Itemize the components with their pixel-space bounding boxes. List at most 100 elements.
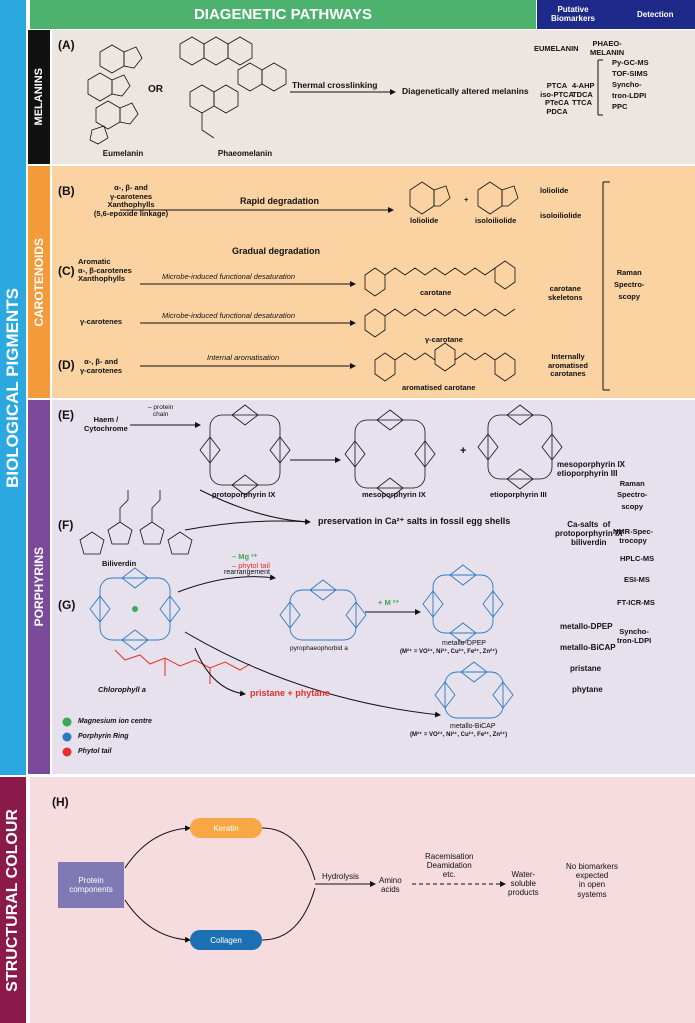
etioporphyrin-label: etioporphyrin III	[490, 490, 547, 499]
mg-legend-dot	[62, 717, 72, 727]
porphyrin-detection-nmr: NMR-Spec- trocopy	[613, 527, 654, 545]
bm-e: mesoporphyrin IX etioporphyrin III	[557, 460, 626, 479]
bm-eumelanin: EUMELANIN	[534, 44, 579, 53]
melanin-detection: Py-GC-MS TOF-SIMS Syncho- tron-LDPI PPC	[612, 58, 649, 111]
bm-internal: Internally aromatised carotanes	[548, 352, 589, 379]
label-e: (E)	[58, 408, 74, 422]
structural-colour-band: STRUCTURAL COLOUR	[0, 777, 26, 1023]
melanins-section	[52, 30, 695, 164]
phytol-legend-dot	[62, 747, 72, 757]
haem-label: Haem / Cytochrome	[84, 415, 128, 433]
metallo-bicap-label: metallo-BiCAP	[450, 723, 496, 730]
d-source: α-, β- and γ-carotenes	[80, 357, 123, 375]
bm-isoloiolide: isoloiliolide	[540, 211, 582, 220]
protoporphyrin-structure	[199, 404, 291, 496]
carotenoid-detection: Raman Spectro- scopy	[614, 268, 645, 301]
b-source: α-, β- and γ-carotenes Xanthophylls (5,6…	[93, 183, 169, 218]
pyrophaeophorbid-label: pyrophaeophorbid a	[290, 645, 348, 652]
amino-acids-label: Amino acids	[379, 876, 402, 895]
protein-components-box: Protein components	[58, 862, 124, 908]
mesoporphyrin-structure	[344, 409, 436, 499]
melanins-band: MELANINS	[28, 30, 50, 164]
label-a: (A)	[58, 38, 75, 52]
label-b: (B)	[58, 184, 75, 198]
bm-phaeomelanin-list: 4-AHP TDCA TTCA	[572, 81, 595, 108]
rearrangement-label: rearrangement	[224, 569, 270, 576]
c-source-1: Aromatic α-, β-carotenes Xanthophylls	[78, 257, 132, 284]
altered-melanins-label: Diagenetically altered melanins	[402, 86, 529, 96]
header-pathways-label: DIAGENETIC PATHWAYS	[193, 6, 373, 23]
porphyrin-detection-esi: ESI-MS	[624, 575, 650, 584]
label-g: (G)	[58, 598, 76, 612]
aromatised-label: aromatised carotane	[402, 383, 476, 392]
protein-components-label: Protein components	[69, 876, 113, 894]
biliverdin-label: Biliverdin	[102, 559, 137, 568]
label-c: (C)	[58, 264, 75, 278]
water-soluble-label: Water- soluble products	[508, 870, 539, 898]
porphyrins-section	[52, 400, 695, 774]
phaeomelanin-structure	[179, 36, 287, 139]
gamma-carotane-structure	[364, 308, 516, 338]
mesoporphyrin-label: mesoporphyrin IX	[362, 490, 426, 499]
bm-eumelanin-list: PTCA iso-PTCA PTeCA PDCA	[540, 81, 574, 116]
carotenoids-band: CAROTENOIDS	[28, 166, 50, 398]
metallo-bicap-structure	[434, 661, 514, 719]
isoloiolide-structure	[477, 181, 519, 215]
eumelanin-label: Eumelanin	[102, 149, 144, 158]
minus-mg-label: – Mg ²⁺	[232, 552, 258, 561]
gradual-degradation-label: Gradual degradation	[232, 246, 321, 256]
bm-metallo-bicap: metallo-BiCAP	[560, 643, 616, 652]
header-detection-label: Detection	[637, 10, 674, 19]
label-f: (F)	[58, 518, 74, 532]
porphyrin-detection-hplc: HPLC-MS	[620, 554, 655, 563]
carotane-label: carotane	[420, 288, 452, 297]
header-biomarkers-label: Putative Biomarkers	[550, 5, 596, 23]
collagen-label: Collagen	[210, 935, 242, 945]
metallo-bicap-sub: (M²⁺ = VO²⁺, Ni²⁺, Cu²⁺, Fe²⁺, Zn²⁺)	[410, 732, 508, 738]
bm-carotane: carotane skeletons	[548, 284, 583, 302]
racemisation-label: Racemisation Deamidation etc.	[425, 852, 474, 880]
legend-mg: Magnesium ion centre	[78, 718, 152, 725]
or-label: OR	[148, 84, 163, 95]
bm-loliolide: loliolide	[540, 186, 569, 195]
plus-sign-e: +	[460, 445, 467, 457]
pristane-phytane-label: pristane + phytane	[250, 688, 330, 698]
bm-metallo-dpep: metallo-DPEP	[560, 622, 613, 631]
no-biomarkers-label: No biomarkers expected in open systems	[566, 862, 619, 899]
loliolide-structure	[409, 181, 451, 215]
isoloiolide-label: isoloiliolide	[475, 216, 517, 225]
bm-phaeomelanin: PHAEO- MELANIN	[590, 39, 625, 57]
metallo-dpep-label: metallo-DPEP	[442, 640, 486, 647]
crosslinking-label: Thermal crosslinking	[292, 80, 378, 90]
d-arrow-label: Internal aromatisation	[207, 353, 280, 362]
plus-m-label: + M ²⁺	[378, 598, 400, 607]
porphyrin-detection-ldpi: Syncho- tron-LDPI	[617, 627, 652, 645]
header-pathways: DIAGENETIC PATHWAYS	[30, 0, 536, 29]
label-d: (D)	[58, 358, 75, 372]
phaeomelanin-label: Phaeomelanin	[217, 149, 273, 158]
metallo-dpep-sub: (M²⁺ = VO²⁺, Ni²⁺, Cu²⁺, Fe²⁺, Zn²⁺)	[400, 649, 498, 655]
gamma-carotane-label: γ-carotane	[425, 335, 463, 344]
bm-phytane: phytane	[572, 685, 603, 694]
protein-chain-label: – protein chain	[148, 404, 174, 419]
chlorophyll-structure	[89, 567, 181, 651]
chlorophyll-label: Chlorophyll a	[98, 685, 146, 694]
porphyrin-detection-fticr: FT-ICR-MS	[617, 598, 655, 607]
plus-sign-b: +	[464, 195, 469, 204]
hydrolysis-label: Hydrolysis	[322, 872, 359, 881]
c-arrow-2-label: Microbe-induced functional desaturation	[162, 311, 295, 320]
preservation-label: preservation in Ca²⁺ salts in fossil egg…	[318, 516, 511, 526]
legend-phytol: Phytol tail	[78, 748, 112, 755]
aromatised-carotane-structure	[374, 342, 516, 382]
loliolide-label: loliolide	[410, 216, 439, 225]
legend-ring: Porphyrin Ring	[78, 733, 129, 740]
porphyrin-detection-raman: Raman Spectro- scopy	[617, 479, 648, 511]
ring-legend-dot	[62, 732, 72, 742]
bm-f: Ca-salts of protoporphyrin IX biliverdin	[555, 520, 623, 548]
structural-section	[30, 777, 695, 1023]
biological-pigments-band: BIOLOGICAL PIGMENTS	[0, 0, 26, 775]
metallo-dpep-structure	[422, 564, 504, 644]
protoporphyrin-label: protoporphyrin IX	[212, 490, 276, 499]
rapid-degradation-label: Rapid degradation	[240, 196, 320, 206]
